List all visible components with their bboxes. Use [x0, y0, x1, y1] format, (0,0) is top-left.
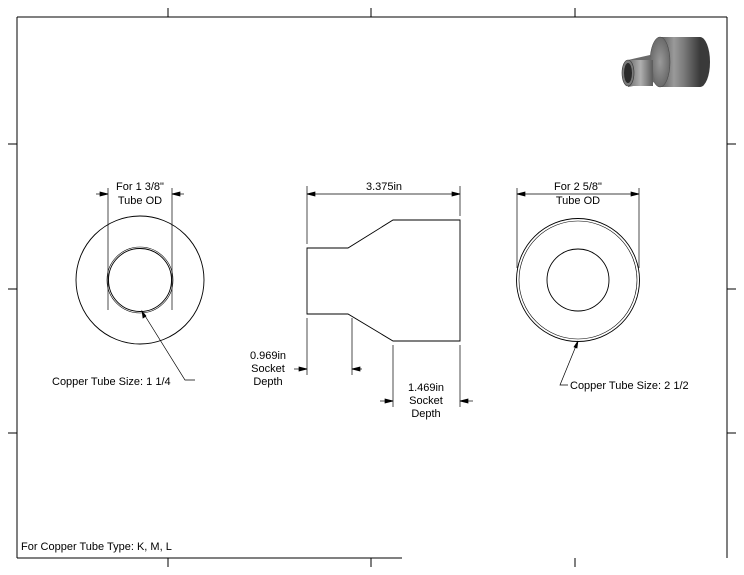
large-socket-dimension — [380, 345, 473, 407]
large-socket-line3: Depth — [411, 408, 440, 420]
reducer-3d-preview — [621, 36, 710, 88]
left-outer-circle — [75, 215, 205, 345]
drawing-frame — [8, 8, 736, 567]
left-od-label-line1: For 1 3/8" — [116, 181, 164, 193]
tube-type-note: For Copper Tube Type: K, M, L — [21, 541, 172, 553]
large-socket-value: 1.469in — [408, 382, 444, 394]
right-callout-leader — [559, 340, 579, 386]
left-end-view: For 1 3/8" Tube OD Copper Tube Size: 1 1… — [52, 181, 205, 388]
large-socket-line2: Socket — [409, 395, 443, 407]
overall-length-dimension — [306, 186, 461, 244]
right-outer-circle — [516, 218, 640, 342]
small-socket-dimension — [294, 318, 362, 375]
right-od-label-line1: For 2 5/8" — [554, 181, 602, 193]
right-inner-circle — [546, 248, 610, 312]
side-view: 3.375in 0.969in Socket Depth 1.469in Soc… — [250, 181, 473, 420]
overall-length-label: 3.375in — [366, 181, 402, 193]
right-od-label-line2: Tube OD — [556, 195, 600, 207]
left-callout-label: Copper Tube Size: 1 1/4 — [52, 376, 171, 388]
reducer-profile — [306, 219, 461, 342]
left-od-dimension — [96, 188, 184, 310]
small-socket-line2: Socket — [251, 363, 285, 375]
right-end-view: For 2 5/8" Tube OD Copper Tube Size: 2 1… — [516, 181, 689, 392]
small-socket-value: 0.969in — [250, 350, 286, 362]
right-od-dimension — [516, 188, 640, 268]
right-callout-label: Copper Tube Size: 2 1/2 — [570, 380, 689, 392]
left-inner-circle — [108, 248, 172, 312]
small-socket-line3: Depth — [253, 376, 282, 388]
left-od-label-line2: Tube OD — [118, 195, 162, 207]
left-callout-leader — [141, 309, 195, 381]
